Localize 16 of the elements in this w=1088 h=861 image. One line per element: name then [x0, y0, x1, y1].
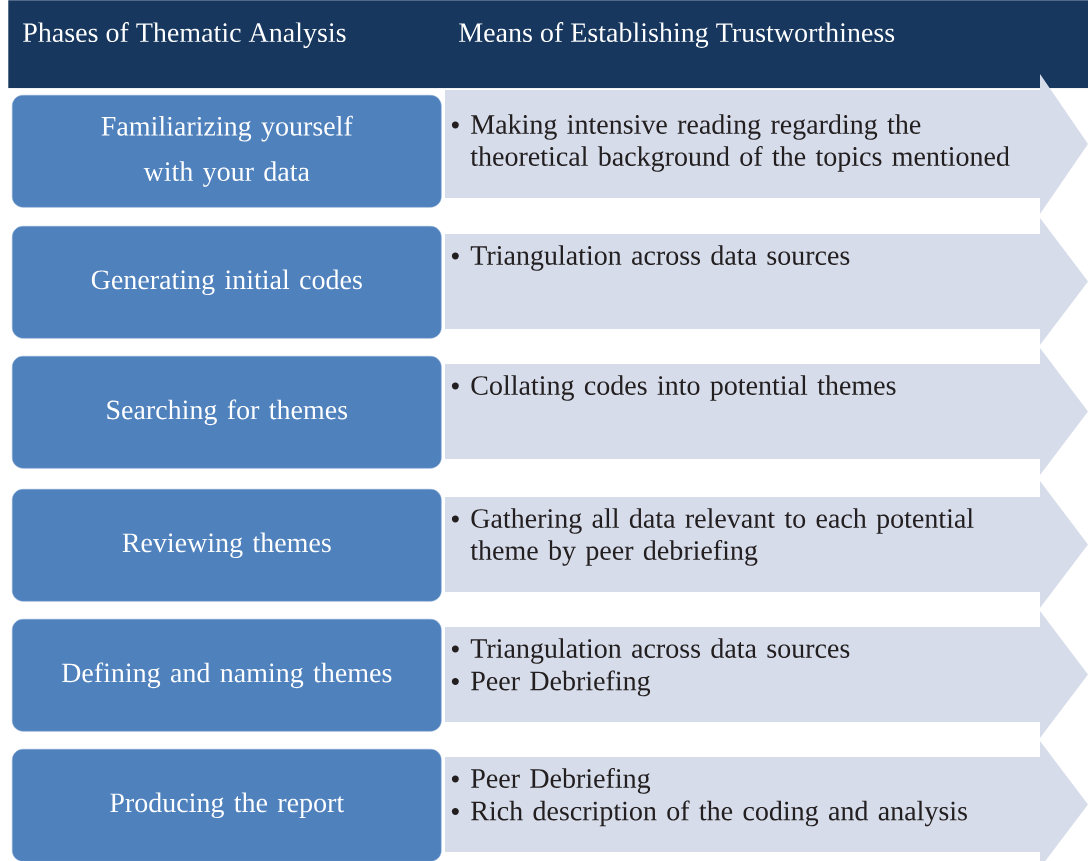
- bullet-item: Triangulation across data sources: [470, 638, 850, 664]
- bullet-item: Making intensive reading regarding the theoretical background of the topics mentioned: [470, 114, 1010, 172]
- bullet-item: Rich description of the coding and analysis: [471, 800, 967, 827]
- phase-box: Familiarizing yourself with your data: [12, 95, 442, 208]
- phase-box: Generating initial codes: [12, 226, 442, 339]
- bullet-item: Triangulation across data sources: [470, 245, 850, 271]
- column-heading: Phases of Thematic Analysis: [23, 22, 346, 48]
- phase-box: Searching for themes: [12, 356, 442, 469]
- phase-box: Producing the report: [12, 749, 442, 861]
- phase-box: Reviewing themes: [12, 489, 442, 602]
- bullet-item: Peer Debriefing: [471, 670, 651, 697]
- bullet-item: Peer Debriefing: [471, 767, 651, 794]
- bullet-item: Gathering all data relevant to each potential theme by peer debriefing: [470, 508, 974, 566]
- phase-box: Defining and naming themes: [12, 619, 442, 732]
- column-heading: Means of Establishing Trustworthiness: [459, 22, 895, 48]
- bullet-item: Collating codes into potential themes: [471, 375, 896, 401]
